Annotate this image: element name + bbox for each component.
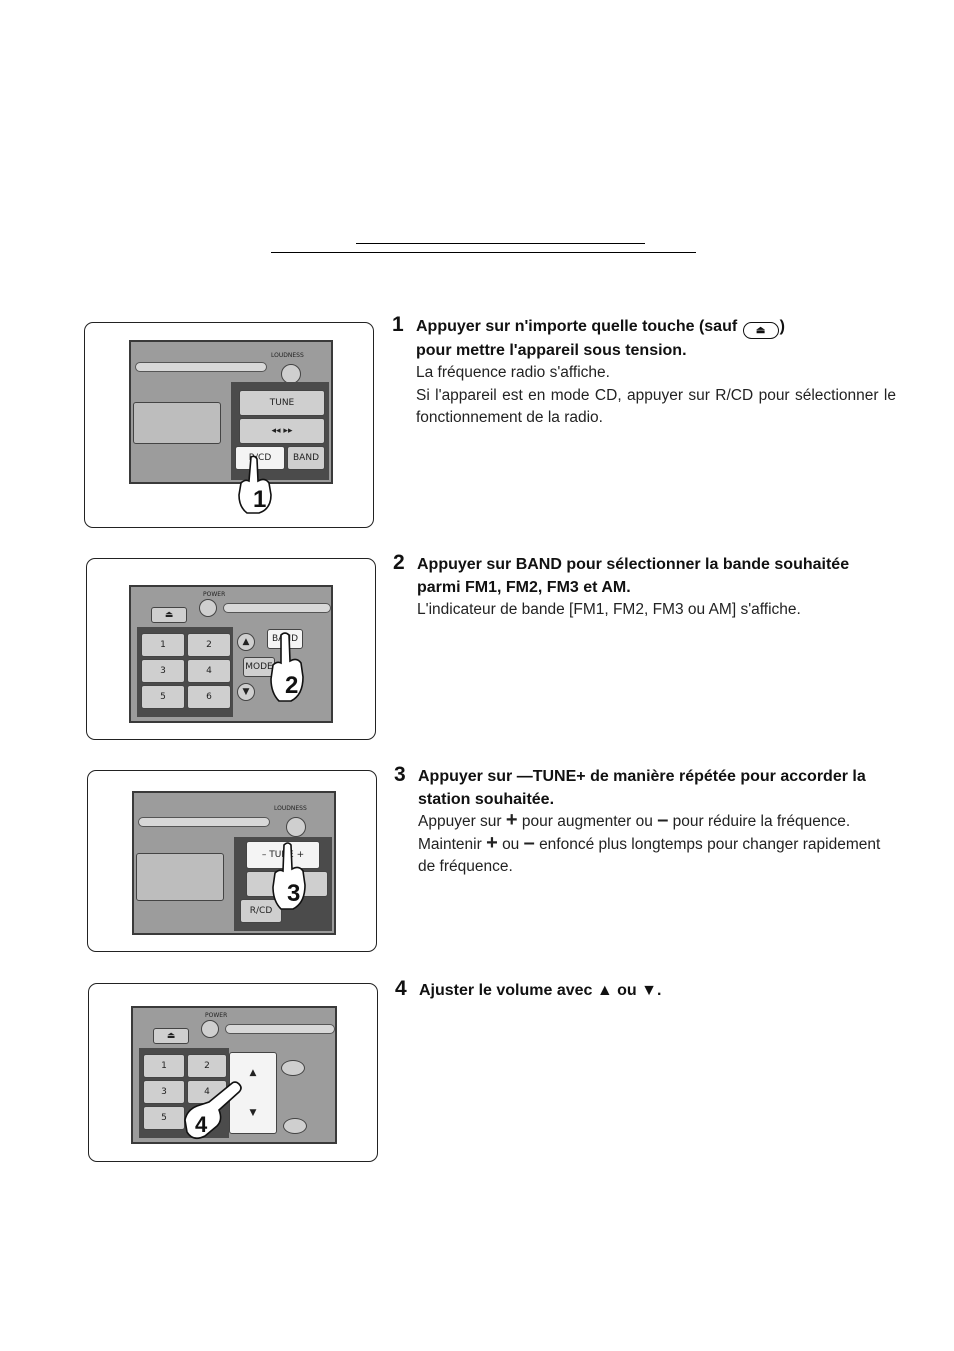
- step-4-title: Ajuster le volume avec ▲ ou ▼.: [419, 982, 662, 999]
- band-button[interactable]: BAND: [287, 446, 325, 470]
- rcd-label: R/CD: [248, 453, 272, 463]
- step-3-body-1: Appuyer sur + pour augmenter ou – pour r…: [394, 809, 896, 834]
- step-1-illustration: LOUDNESS TUNE ◂◂ ▸▸ R/CD BAND 1: [84, 322, 374, 528]
- step-1-text: 1 Appuyer sur n'importe quelle touche (s…: [392, 313, 896, 430]
- power-button[interactable]: [201, 1020, 219, 1038]
- radio-display: [133, 402, 221, 444]
- heading-rule-upper: [356, 243, 645, 244]
- cd-slot: [223, 603, 331, 613]
- finger-pointer-icon: 4: [184, 1081, 242, 1140]
- step-1-title-b: ): [779, 318, 785, 335]
- preset-5[interactable]: 5: [143, 1106, 185, 1130]
- loudness-label: LOUDNESS: [271, 352, 304, 359]
- power-button[interactable]: [199, 599, 217, 617]
- tune-button[interactable]: TUNE: [239, 390, 325, 416]
- finger-pointer-icon: 3: [272, 842, 306, 910]
- preset-1[interactable]: 1: [141, 633, 185, 657]
- step-3-illustration: LOUDNESS – TUNE + ◂◂ ▸▸ R/CD 3: [87, 770, 377, 952]
- step-2-text: 2 Appuyer sur BAND pour sélectionner la …: [393, 551, 897, 622]
- volume-down-button[interactable]: ▼: [237, 683, 255, 701]
- step-3-text-a2: pour augmenter ou: [521, 813, 653, 830]
- minus-symbol: –: [523, 831, 535, 854]
- preset-2[interactable]: 2: [187, 1054, 227, 1078]
- eject-button[interactable]: ⏏: [153, 1028, 189, 1044]
- loudness-knob[interactable]: [286, 817, 306, 837]
- step-2-illustration: POWER ⏏ 1 2 3 4 5 6 ▲ MODE ▼ BAND 2: [86, 558, 376, 740]
- rcd-button[interactable]: R/CD: [235, 446, 285, 470]
- step-number: 1: [392, 313, 404, 336]
- step-3-text: 3 Appuyer sur —TUNE+ de manière répétée …: [394, 763, 896, 879]
- callout-number: 1: [253, 486, 266, 513]
- radio-display: [136, 853, 224, 901]
- step-3-text-b3: enfoncé plus longtemps pour changer rapi…: [418, 835, 881, 876]
- rcd-button[interactable]: R/CD: [240, 899, 282, 923]
- step-number: 4: [395, 977, 407, 1000]
- step-3-text-b2: ou: [502, 835, 520, 853]
- step-4-text: 4 Ajuster le volume avec ▲ ou ▼.: [395, 977, 895, 1002]
- seek-button[interactable]: ◂◂ ▸▸: [239, 418, 325, 444]
- radio-panel: POWER ⏏ 1 2 3 4 5 ▲ ▼: [131, 1006, 337, 1144]
- loudness-knob[interactable]: [281, 364, 301, 384]
- loudness-label: LOUDNESS: [274, 805, 307, 812]
- step-number: 2: [393, 551, 405, 574]
- cd-slot: [135, 362, 267, 372]
- am-button[interactable]: [283, 1118, 307, 1134]
- step-3-text-a3: pour réduire la fréquence.: [672, 813, 851, 830]
- step-1-heading: 1 Appuyer sur n'importe quelle touche (s…: [392, 313, 896, 362]
- power-label: POWER: [203, 591, 226, 598]
- preset-4[interactable]: 4: [187, 659, 231, 683]
- heading-rule-lower: [271, 252, 696, 253]
- step-4-heading: 4 Ajuster le volume avec ▲ ou ▼.: [395, 977, 895, 1002]
- step-3-title-b: de manière répétée pour accorder la stat…: [418, 768, 866, 808]
- volume-up-button[interactable]: ▲: [237, 633, 255, 651]
- cd-slot: [138, 817, 270, 827]
- step-number: 3: [394, 763, 406, 786]
- band-label: BAND: [293, 453, 319, 463]
- step-2-heading: 2 Appuyer sur BAND pour sélectionner la …: [393, 551, 897, 599]
- step-1-title-c: pour mettre l'appareil sous tension.: [416, 342, 687, 359]
- cd-slot: [225, 1024, 335, 1034]
- volume-down-icon: ▼: [249, 1108, 257, 1118]
- tune-symbol: —TUNE+: [516, 768, 586, 785]
- callout-number: 2: [285, 672, 298, 699]
- eject-icon: ⏏: [742, 322, 779, 339]
- finger-pointer-icon: 2: [270, 632, 304, 702]
- power-label: POWER: [205, 1012, 228, 1019]
- minus-symbol: –: [657, 809, 669, 831]
- plus-symbol: +: [505, 809, 518, 831]
- step-1-body-2: Si l'appareil est en mode CD, appuyer su…: [416, 386, 896, 427]
- step-3-heading: 3 Appuyer sur —TUNE+ de manière répétée …: [394, 763, 896, 811]
- tune-label: TUNE: [269, 398, 295, 408]
- radio-panel: LOUDNESS TUNE ◂◂ ▸▸ R/CD BAND: [129, 340, 333, 484]
- preset-6[interactable]: 6: [187, 685, 231, 709]
- step-2-title: Appuyer sur BAND pour sélectionner la ba…: [417, 556, 850, 596]
- step-3-text-a1: Appuyer sur: [418, 813, 502, 830]
- step-2-body-1: L'indicateur de bande [FM1, FM2, FM3 ou …: [417, 601, 801, 618]
- preset-3[interactable]: 3: [141, 659, 185, 683]
- preset-2[interactable]: 2: [187, 633, 231, 657]
- plus-symbol: +: [486, 831, 498, 854]
- finger-pointer-icon: 1: [238, 455, 272, 514]
- step-1-title-a: Appuyer sur n'importe quelle touche (sau…: [416, 318, 738, 335]
- callout-number: 4: [195, 1112, 208, 1137]
- volume-up-icon: ▲: [249, 1068, 257, 1078]
- preset-1[interactable]: 1: [143, 1054, 185, 1078]
- preset-5[interactable]: 5: [141, 685, 185, 709]
- band-button[interactable]: [281, 1060, 305, 1076]
- step-3-text-b1: Maintenir: [418, 835, 482, 853]
- step-3-body-2: Maintenir + ou – enfoncé plus longtemps …: [394, 831, 896, 879]
- preset-3[interactable]: 3: [143, 1080, 185, 1104]
- step-3-title-a: Appuyer sur: [418, 768, 513, 785]
- step-4-illustration: POWER ⏏ 1 2 3 4 5 ▲ ▼ 4: [88, 983, 378, 1162]
- step-1-body-1: La fréquence radio s'affiche.: [416, 364, 610, 381]
- eject-button[interactable]: ⏏: [151, 607, 187, 623]
- callout-number: 3: [287, 880, 300, 907]
- radio-panel: POWER ⏏ 1 2 3 4 5 6 ▲ MODE ▼ BAND: [129, 585, 333, 723]
